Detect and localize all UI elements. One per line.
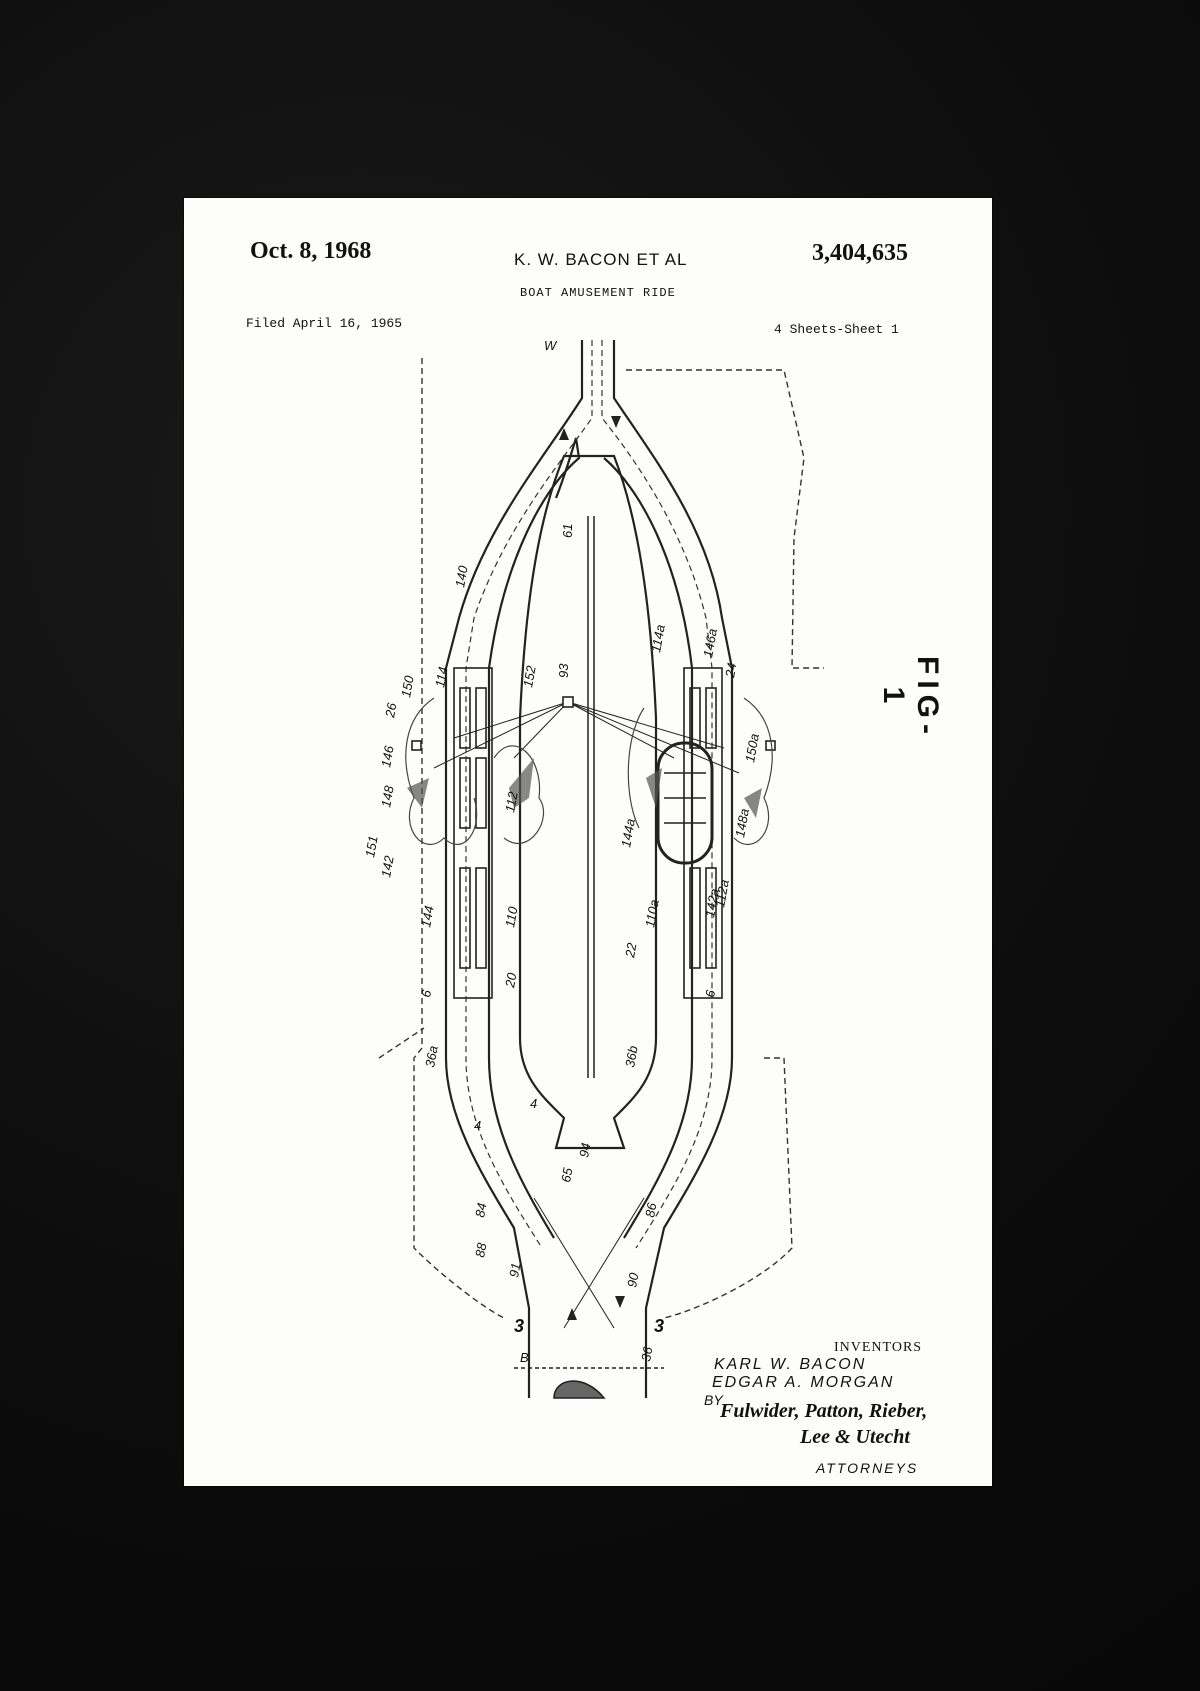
ref-label: 61: [560, 524, 575, 538]
ref-label: 36: [638, 1345, 655, 1363]
attorney-signature: Lee & Utecht: [800, 1426, 910, 1448]
ref-label: 86: [642, 1201, 659, 1219]
ref-label: 88: [472, 1241, 489, 1259]
patent-sheet: Oct. 8, 1968 K. W. BACON ET AL 3,404,635…: [184, 198, 992, 1486]
filed-date: Filed April 16, 1965: [246, 316, 403, 331]
ref-label: 142a: [702, 887, 722, 918]
platform-slots-left: [459, 687, 487, 969]
ref-label: 150a: [742, 732, 762, 763]
channel-inner-right: [603, 457, 694, 669]
inventor-name: KARL W. BACON: [714, 1356, 867, 1373]
ref-label: B: [520, 1350, 529, 1365]
channel-inner-left: [487, 437, 581, 669]
attorney-signature: Fulwider, Patton, Rieber,: [720, 1400, 928, 1422]
ref-label: 6: [702, 988, 718, 998]
boat-outline: [656, 741, 714, 865]
ref-label: 91: [506, 1262, 523, 1279]
ref-label: 146a: [700, 627, 720, 658]
ref-label: 4: [474, 1118, 481, 1133]
ref-label: 22: [622, 941, 640, 960]
ref-label: 6: [418, 988, 434, 998]
ref-label: 144: [418, 905, 437, 929]
ref-label: 26: [382, 701, 400, 720]
ref-label: 110a: [642, 898, 662, 928]
ref-label: 142: [378, 854, 397, 879]
central-island: [518, 454, 658, 1150]
patent-date: Oct. 8, 1968: [250, 238, 372, 264]
ref-label: 146: [378, 744, 397, 769]
by-label: BY: [704, 1392, 723, 1408]
ref-label: 36b: [622, 1045, 641, 1069]
channel-outer-right: [612, 340, 734, 1398]
patent-title: BOAT AMUSEMENT RIDE: [520, 286, 676, 300]
ref-label: 114a: [648, 623, 668, 653]
ref-label: 24: [722, 662, 739, 680]
ref-label: 144a: [618, 817, 638, 848]
ref-label: 93: [556, 663, 571, 678]
ref-label: 150: [398, 674, 417, 699]
ref-label: 4: [530, 1096, 537, 1111]
ref-label: 3: [654, 1316, 664, 1336]
ref-label: 112: [502, 790, 521, 814]
figure-label: FIG-1: [877, 656, 944, 740]
ref-label: 84: [472, 1202, 489, 1219]
patent-number: 3,404,635: [812, 240, 908, 266]
ref-label: W: [544, 338, 558, 353]
ref-label: 90: [624, 1271, 641, 1289]
ride-layout-drawing: W 61 140 150 26 114 152 93 114a 146a 24 …: [362, 338, 824, 1399]
ref-label: 152: [520, 664, 539, 689]
ref-label: 148: [378, 784, 397, 809]
ref-label: 110: [502, 905, 521, 929]
inventor-short: K. W. BACON ET AL: [514, 250, 688, 269]
ref-label: 65: [558, 1166, 575, 1184]
ref-label: 148a: [732, 807, 752, 838]
attorneys-label: ATTORNEYS: [816, 1460, 919, 1476]
channel-outer-left: [444, 340, 584, 1398]
inventor-name: EDGAR A. MORGAN: [712, 1374, 895, 1391]
ref-label: 36a: [422, 1045, 441, 1069]
ref-label: 112a: [712, 878, 732, 908]
ref-label: 151: [362, 835, 381, 859]
platform-slots-right: [689, 687, 717, 969]
inventors-heading: INVENTORS: [834, 1340, 923, 1355]
ref-label: 3: [514, 1316, 524, 1336]
ref-label: 114: [432, 665, 450, 688]
ref-label: 20: [502, 971, 520, 990]
ref-label: 94: [576, 1142, 593, 1159]
ref-label: 140: [452, 564, 471, 589]
sheet-count: 4 Sheets-Sheet 1: [774, 322, 899, 337]
